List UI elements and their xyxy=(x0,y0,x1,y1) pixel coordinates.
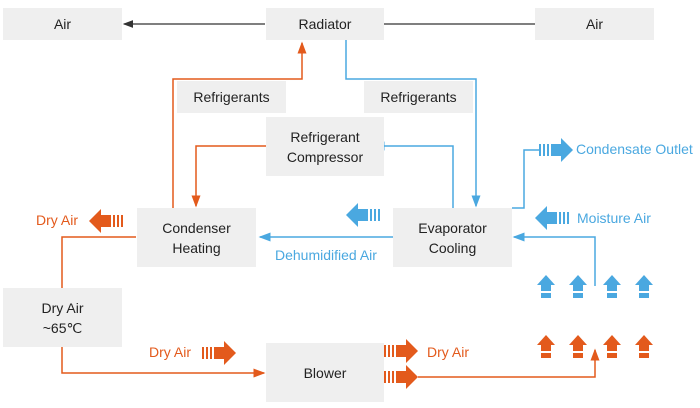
sludge-heat-arrow-icon xyxy=(569,335,587,358)
sludge-vapor-arrow-icon xyxy=(569,275,587,298)
node-radiator: Radiator xyxy=(266,8,384,40)
sludge-vapor-arrow-icon xyxy=(635,275,653,298)
node-evaporator-label-2: Cooling xyxy=(428,239,477,256)
node-air-left: Air xyxy=(3,8,122,40)
node-refrigerants-right-label: Refrigerants xyxy=(380,89,457,105)
node-compressor-label-1: Refrigerant xyxy=(290,128,360,145)
connector-radiator-to-evaporator xyxy=(345,40,481,208)
node-refrigerant-compressor: Refrigerant Compressor xyxy=(266,117,384,176)
fat-arrow-moisture-air-icon xyxy=(535,206,569,230)
connector-evaporator-to-condensate xyxy=(512,149,540,209)
node-dry-air-label-2: ~65℃ xyxy=(42,319,83,336)
label-condensate-outlet: Condensate Outlet xyxy=(576,141,693,157)
fat-arrow-dry-air-to-blower-icon xyxy=(202,341,236,365)
connector-dryair-to-blower xyxy=(61,346,266,378)
node-evaporator-cooling: Evaporator Cooling xyxy=(393,208,512,267)
node-blower-label: Blower xyxy=(303,364,347,381)
sludge-vapor-arrow-icon xyxy=(537,275,555,298)
node-compressor-label-2: Compressor xyxy=(286,148,364,165)
node-blower: Blower xyxy=(266,343,384,402)
label-dry-air-out: Dry Air xyxy=(36,212,78,228)
node-dry-air-65c: Dry Air ~65℃ xyxy=(3,288,122,347)
sludge-heat-arrow-icon xyxy=(603,335,621,358)
node-air-right-label: Air xyxy=(585,16,604,32)
label-dehumidified-air: Dehumidified Air xyxy=(275,247,377,263)
connector-blower-to-sludge xyxy=(418,348,600,378)
node-refrigerants-left-label: Refrigerants xyxy=(193,89,270,105)
label-dry-air-from-blower: Dry Air xyxy=(427,344,469,360)
sludge-heat-arrow-icon xyxy=(635,335,653,358)
connector-condenser-to-radiator xyxy=(172,41,307,208)
sludge-heat-arrow-icon xyxy=(537,335,555,358)
sludge-vapor-arrow-icon xyxy=(603,275,621,298)
fat-arrow-blower-out-bottom-icon xyxy=(384,365,418,389)
connector-condenser-to-dryair xyxy=(61,236,136,288)
node-air-right: Air xyxy=(535,8,654,40)
node-condenser-label-1: Condenser xyxy=(162,219,231,236)
node-dry-air-label-1: Dry Air xyxy=(41,299,84,316)
connector-evaporator-to-compressor xyxy=(372,141,454,208)
label-moisture-air: Moisture Air xyxy=(577,210,651,226)
fat-arrow-blower-out-top-icon xyxy=(384,339,418,363)
fat-arrow-dry-air-out-icon xyxy=(89,209,123,233)
node-radiator-label: Radiator xyxy=(298,16,352,32)
node-condenser-label-2: Heating xyxy=(172,239,221,256)
node-refrigerants-right: Refrigerants xyxy=(364,81,473,113)
node-evaporator-label-1: Evaporator xyxy=(418,219,487,236)
connector-sludge-to-evaporator xyxy=(512,232,596,286)
label-dry-air-to-blower: Dry Air xyxy=(149,344,191,360)
node-condenser-heating: Condenser Heating xyxy=(137,208,256,267)
fat-arrow-condensate-icon xyxy=(539,138,573,162)
node-refrigerants-left: Refrigerants xyxy=(177,81,286,113)
fat-arrow-dehumidified-icon xyxy=(346,203,380,227)
node-air-left-label: Air xyxy=(53,16,72,32)
connector-compressor-to-condenser xyxy=(191,145,266,208)
